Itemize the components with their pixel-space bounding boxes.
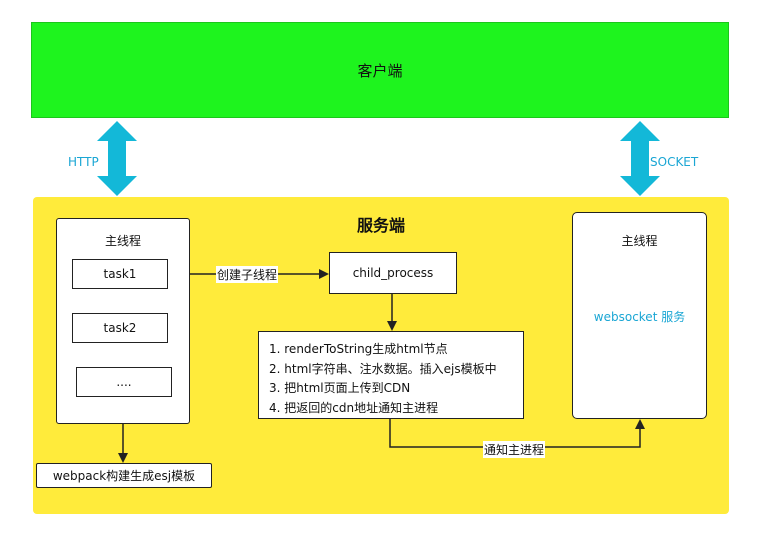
- main-to-webpack-arrow: [118, 424, 128, 463]
- http-label: HTTP: [68, 155, 99, 169]
- child-process-label: child_process: [352, 266, 434, 280]
- socket-double-arrow: [620, 121, 660, 196]
- client-box: 客户端: [31, 22, 729, 118]
- task-more-box: ....: [76, 367, 172, 397]
- server-title: 服务端: [356, 216, 405, 235]
- notify-main-label: 通知主进程: [483, 441, 546, 458]
- websocket-service-label: websocket 服务: [593, 310, 686, 324]
- step-1: 1. renderToString生成html节点: [269, 342, 448, 356]
- step-3: 3. 把html页面上传到CDN: [269, 381, 411, 395]
- task1-label: task1: [103, 267, 137, 281]
- task1-box: task1: [72, 259, 168, 289]
- task2-box: task2: [72, 313, 168, 343]
- main-thread-right-box: [572, 212, 707, 419]
- task2-label: task2: [103, 321, 137, 335]
- steps-box: 1. renderToString生成html节点 2. html字符串、注水数…: [258, 331, 524, 419]
- step-4: 4. 把返回的cdn地址通知主进程: [269, 400, 439, 415]
- webpack-box: webpack构建生成esj模板: [36, 463, 212, 488]
- child-process-box: child_process: [329, 252, 457, 294]
- step-2: 2. html字符串、注水数据。插入ejs模板中: [269, 361, 497, 376]
- client-label: 客户端: [357, 61, 403, 80]
- create-child-label: 创建子线程: [216, 266, 279, 283]
- http-double-arrow: [97, 121, 137, 196]
- socket-label: SOCKET: [650, 155, 699, 169]
- task-more-label: ....: [116, 375, 132, 389]
- main-thread-left-label: 主线程: [104, 234, 141, 248]
- main-thread-right-label: 主线程: [621, 234, 658, 248]
- webpack-label: webpack构建生成esj模板: [52, 469, 196, 483]
- child-to-steps-arrow: [387, 294, 397, 331]
